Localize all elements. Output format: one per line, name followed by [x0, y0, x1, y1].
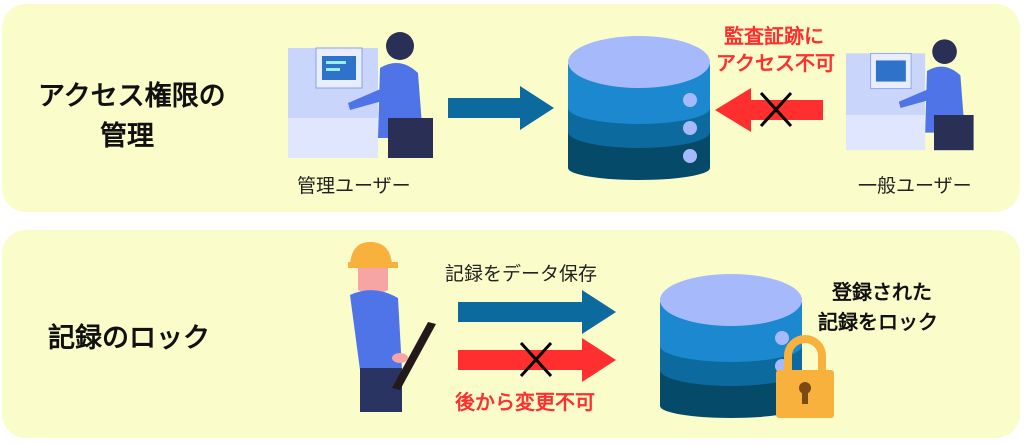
database-icon: [568, 36, 710, 180]
access-denied-line2: アクセス不可: [716, 51, 835, 75]
blue-arrow-save: [458, 290, 616, 334]
section-title-line1: アクセス権限の: [38, 81, 226, 112]
general-user-label: 一般ユーザー: [858, 175, 972, 197]
red-arrow-modify-blocked: [458, 338, 616, 382]
locked-label-line2: 記録をロック: [818, 310, 938, 334]
database-icon-locked: [660, 274, 802, 418]
blue-arrow-right: [448, 86, 554, 130]
general-user-illustration: [846, 39, 974, 151]
record-lock-panel: [2, 230, 1020, 438]
cross-icon: [759, 91, 793, 128]
section-title-line2: 管理: [100, 121, 154, 152]
admin-user-label: 管理ユーザー: [297, 175, 411, 197]
cross-icon: [519, 341, 553, 378]
admin-user-illustration: [288, 32, 433, 158]
save-data-label: 記録をデータ保存: [445, 263, 598, 285]
padlock-icon: [776, 335, 834, 418]
access-denied-line1: 監査証跡に: [724, 24, 824, 48]
locked-label-line1: 登録された: [832, 280, 932, 304]
red-arrow-left-blocked: [715, 88, 823, 132]
worker-illustration: [348, 242, 436, 412]
no-change-label: 後から変更不可: [455, 390, 595, 414]
section2-title: 記録のロック: [48, 323, 210, 354]
